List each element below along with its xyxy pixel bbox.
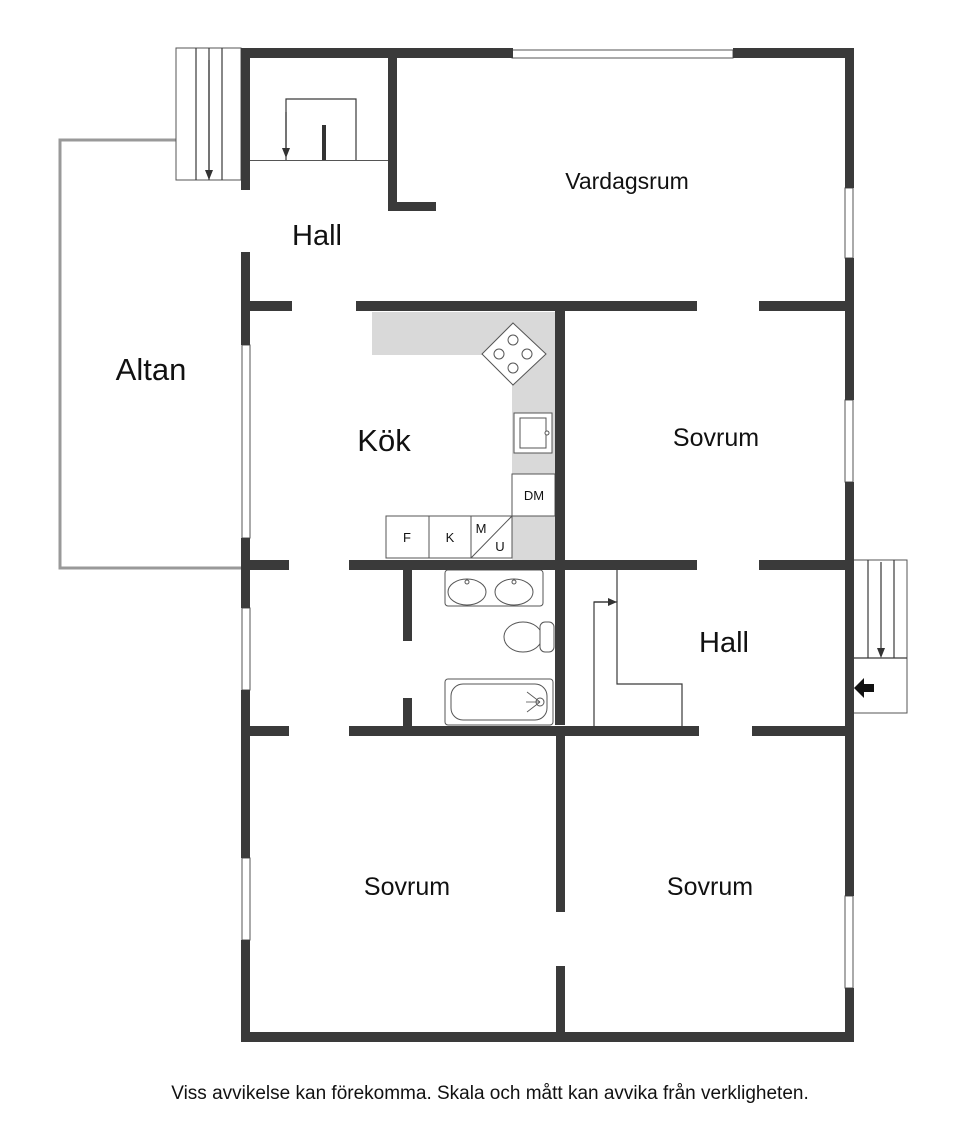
fridge-label: F [403, 530, 411, 545]
stairs-icon-top-left [175, 47, 242, 181]
dishwasher-label: DM [524, 488, 544, 503]
walls [241, 48, 854, 1042]
room-label-hall-top: Hall [292, 220, 342, 252]
wardrobe-mid-hall [593, 570, 683, 726]
room-label-vardagsrum: Vardagsrum [565, 168, 689, 194]
room-label-sovrum-bottom-left: Sovrum [364, 873, 450, 901]
room-label-hall-mid: Hall [699, 627, 749, 659]
altan-outline [58, 138, 241, 570]
entrance-arrow-icon [854, 678, 874, 698]
microwave-label: M [476, 521, 487, 536]
appliances [385, 473, 556, 559]
bathtub-icon [444, 678, 554, 726]
toilet-icon [503, 621, 555, 653]
closet-top-hall [250, 98, 388, 161]
room-label-sovrum-right: Sovrum [673, 424, 759, 452]
oven-label: U [495, 539, 504, 554]
sink-icon [513, 412, 553, 454]
room-label-altan: Altan [116, 352, 187, 387]
stove-icon [481, 322, 547, 386]
freezer-label: K [446, 530, 455, 545]
disclaimer-text: Viss avvikelse kan förekomma. Skala och … [171, 1083, 809, 1104]
room-label-sovrum-bottom-right: Sovrum [667, 873, 753, 901]
windows [241, 49, 854, 989]
washbasin-icon [444, 569, 544, 607]
room-label-kok: Kök [357, 423, 411, 458]
